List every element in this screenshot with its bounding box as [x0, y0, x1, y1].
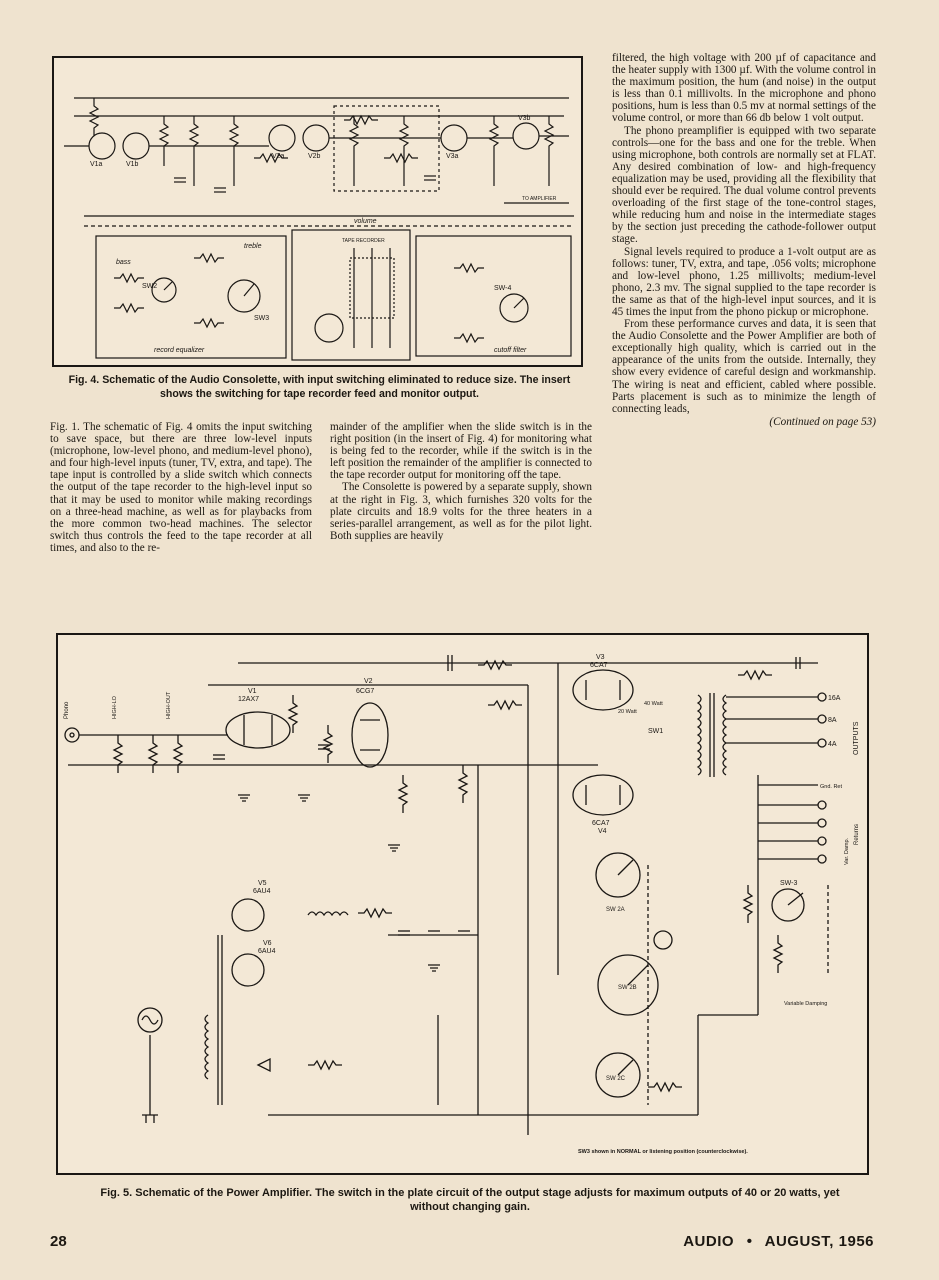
- fig4-to-amplifier-label: TO AMPLIFIER: [522, 196, 557, 202]
- fig5-v5-name-label: V5: [258, 880, 267, 887]
- fig4-caption: Fig. 4. Schematic of the Audio Consolett…: [68, 374, 571, 400]
- fig4-v1a-label: V1a: [90, 161, 103, 168]
- fig5-v6-type-label: 6AU4: [258, 948, 276, 955]
- fig5-v4-name-label: V4: [598, 828, 607, 835]
- fig5-out4-label: 4A: [828, 741, 837, 748]
- fig4-schematic-drawing: V1a V1b V2a V2b V3a V3b volume treble ba…: [64, 97, 574, 361]
- article-col2-paragraph-2: The Consolette is powered by a separate …: [330, 481, 592, 542]
- fig4-tape-recorder-label: TAPE RECORDER: [342, 238, 385, 244]
- article-col3-paragraph-1: filtered, the high voltage with 200 µf o…: [612, 52, 876, 125]
- fig5-vertical-labels: OUTPUTS Returns Var. Damp. Phono HIGH-LO…: [64, 691, 860, 865]
- fig5-v5-type-label: 6AU4: [253, 888, 271, 895]
- footer-issue-date: AUGUST, 1956: [764, 1233, 874, 1250]
- fig4-bass-label: bass: [116, 259, 131, 266]
- fig5-sw2c-label: SW 2C: [606, 1076, 626, 1082]
- footer-bullet: •: [746, 1233, 753, 1250]
- fig4-record-equalizer-label: record equalizer: [154, 347, 205, 354]
- fig5-var-damp-label: Var. Damp.: [844, 837, 850, 865]
- fig4-volume-label: volume: [354, 218, 377, 225]
- article-col3-paragraph-2: The phono preamplifier is equipped with …: [612, 124, 876, 246]
- fig5-v4-type-label: 6CA7: [592, 820, 610, 827]
- fig5-gnd-ret-label: Gnd. Ret: [820, 784, 842, 790]
- fig5-v3-type-label: 6CA7: [590, 662, 608, 669]
- fig5-high-lo-label: HIGH-LO: [112, 695, 118, 719]
- footer-magazine-line: AUDIO • AUGUST, 1956: [683, 1233, 874, 1250]
- fig5-sw2a-label: SW 2A: [606, 907, 625, 913]
- fig5-schematic: V1 12AX7 V2 6CG7 V3 6CA7 6CA7 V4 V5 6AU4…: [56, 633, 869, 1175]
- fig5-sw1-label: SW1: [648, 728, 663, 735]
- fig5-out16-label: 16A: [828, 695, 841, 702]
- article-column-3: filtered, the high voltage with 200 µf o…: [612, 52, 876, 428]
- fig4-v2a-label: V2a: [272, 153, 285, 160]
- fig5-sw-note: SW3 shown in NORMAL or listening positio…: [578, 1149, 748, 1155]
- article-col3-paragraph-4: From these performance curves and data, …: [612, 318, 876, 415]
- fig5-v6-name-label: V6: [263, 940, 272, 947]
- fig5-v1-type-label: 12AX7: [238, 696, 259, 703]
- fig5-v1-name-label: V1: [248, 688, 257, 695]
- article-column-2: mainder of the amplifier when the slide …: [330, 421, 592, 542]
- fig5-20watt-label: 20 Watt: [618, 709, 637, 715]
- fig5-v2-name-label: V2: [364, 678, 373, 685]
- fig4-cutoff-filter-label: cutoff filter: [494, 347, 527, 354]
- fig5-sw2b-label: SW 2B: [618, 985, 637, 991]
- fig5-outputs-label: OUTPUTS: [853, 721, 860, 755]
- article-col1-paragraph: Fig. 1. The schematic of Fig. 4 omits th…: [50, 421, 312, 554]
- footer-magazine-name: AUDIO: [683, 1233, 735, 1250]
- fig5-v3-name-label: V3: [596, 654, 605, 661]
- page-number: 28: [50, 1233, 67, 1250]
- fig5-schematic-drawing: V1 12AX7 V2 6CG7 V3 6CA7 6CA7 V4 V5 6AU4…: [64, 654, 860, 1155]
- article-col3-paragraph-3: Signal levels required to produce a 1-vo…: [612, 245, 876, 318]
- fig4-v3a-label: V3a: [446, 153, 459, 160]
- fig5-variable-damping-label: Variable Damping: [784, 1001, 827, 1007]
- continued-note: (Continued on page 53): [769, 415, 876, 428]
- fig4-sw3-label: SW3: [254, 315, 269, 322]
- fig5-returns-label: Returns: [854, 824, 860, 845]
- fig4-schematic: V1a V1b V2a V2b V3a V3b volume treble ba…: [52, 56, 583, 367]
- fig5-high-out-label: HIGH-OUT: [166, 691, 172, 719]
- article-col2-paragraph-1: mainder of the amplifier when the slide …: [330, 421, 592, 482]
- fig4-sw2-label: SW2: [142, 283, 157, 290]
- fig4-treble-label: treble: [244, 243, 262, 250]
- fig5-phono-label: Phono: [64, 701, 70, 719]
- fig4-v1b-label: V1b: [126, 161, 139, 168]
- fig5-sw3-label: SW-3: [780, 880, 797, 887]
- fig4-v3b-label: V3b: [518, 115, 531, 122]
- fig5-40watt-label: 40 Watt: [644, 701, 663, 707]
- article-column-1: Fig. 1. The schematic of Fig. 4 omits th…: [50, 421, 312, 554]
- fig5-caption: Fig. 5. Schematic of the Power Amplifier…: [100, 1187, 840, 1213]
- fig4-v2b-label: V2b: [308, 153, 321, 160]
- fig4-sw4-label: SW-4: [494, 285, 511, 292]
- fig5-out8-label: 8A: [828, 717, 837, 724]
- fig5-v2-type-label: 6CG7: [356, 688, 374, 695]
